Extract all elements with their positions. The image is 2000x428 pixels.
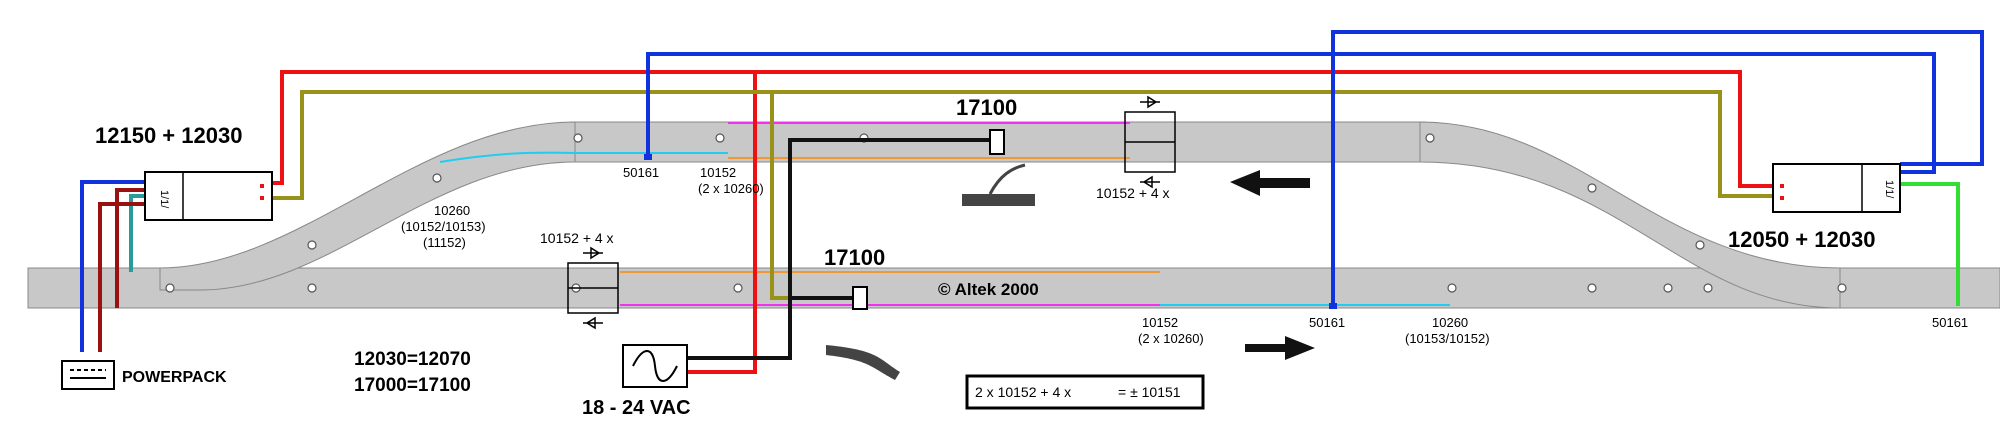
signal-top-block (989, 129, 1005, 155)
isolated-sections (439, 122, 1450, 306)
copyright-label: © Altek 2000 (938, 280, 1039, 299)
left-control-module: 1/1/ (144, 171, 273, 221)
signal-top-label: 17100 (956, 95, 1017, 120)
feed-bottom-label: 50161 (1309, 315, 1345, 330)
diode-bridge-bottom (567, 246, 619, 330)
feeder-points (644, 154, 1337, 309)
legend-box (965, 374, 1205, 410)
signal-bottom-label: 17100 (824, 245, 885, 270)
right-module-title: 12050 + 12030 (1728, 227, 1875, 252)
curve-bottom-label-1: 10260 (1432, 315, 1468, 330)
feed-top-label: 50161 (623, 165, 659, 180)
curve-part-label-3: (11152) (423, 235, 466, 250)
iso-top-label-2: (2 x 10260) (698, 181, 764, 196)
left-module-title: 12150 + 12030 (95, 123, 242, 148)
curve-bottom-label-2: (10153/10152) (1405, 331, 1490, 346)
right-control-module: 1/1/ (1772, 163, 1901, 213)
left-curve-track (159, 121, 576, 291)
equivalence-1: 12030=12070 (354, 349, 471, 370)
uncoupler-icon (826, 163, 1035, 380)
feed-right-label: 50161 (1932, 315, 1968, 330)
svg-text:1/1/: 1/1/ (158, 190, 170, 209)
curve-part-label-1: 10260 (434, 203, 470, 218)
legend-tail: = ± 10151 (1118, 384, 1181, 400)
diode-bridge-top (1124, 95, 1176, 189)
arrow-left-icon (1230, 170, 1310, 196)
legend-text: 2 x 10152 + 4 x (975, 384, 1071, 400)
iso-bottom-label-1: 10152 (1142, 315, 1178, 330)
arrow-right-icon (1245, 336, 1315, 360)
powerpack-label: POWERPACK (122, 369, 227, 386)
ac-supply-icon (622, 344, 688, 388)
diode-top-label: 10152 + 4 x (1096, 185, 1170, 201)
wiring (80, 30, 1984, 374)
powerpack-icon (61, 360, 115, 390)
curve-part-label-2: (10152/10153) (401, 219, 486, 234)
signal-bottom-block (852, 286, 868, 310)
iso-bottom-label-2: (2 x 10260) (1138, 331, 1204, 346)
svg-text:1/1/: 1/1/ (1883, 180, 1895, 199)
supply-label: 18 - 24 VAC (582, 397, 691, 419)
right-curve-track (1419, 121, 1841, 309)
equivalence-2: 17000=17100 (354, 375, 471, 396)
diode-bottom-label: 10152 + 4 x (540, 230, 614, 246)
iso-top-label-1: 10152 (700, 165, 736, 180)
